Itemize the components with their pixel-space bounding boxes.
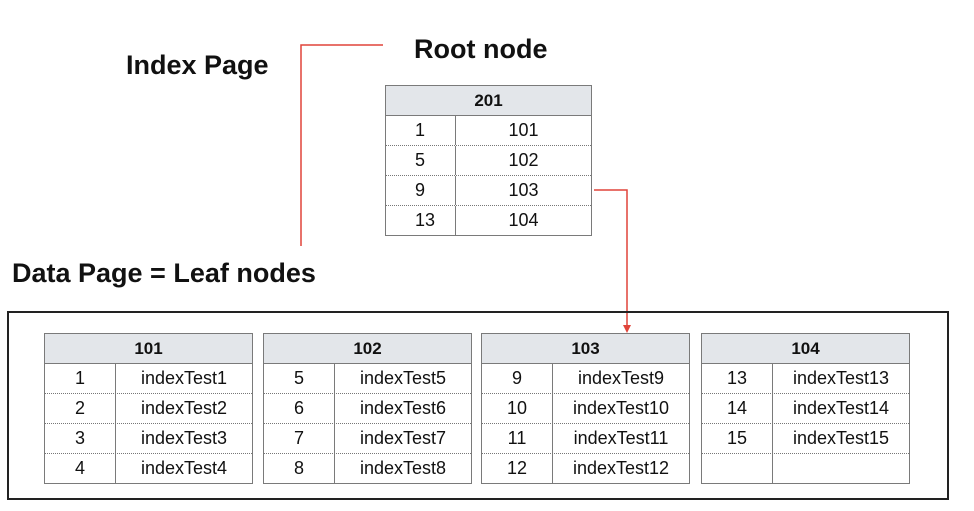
pointer-cell: 102 [508,150,539,170]
key-cell: 1 [45,364,116,393]
leaf-node-header: 102 [264,334,471,364]
index-page-bracket [300,44,383,246]
value-cell: indexTest10 [572,398,670,418]
table-row: 5 102 [386,145,591,175]
data-page-label: Data Page = Leaf nodes [12,258,316,288]
table-row: 8 indexTest8 [264,453,471,483]
key-cell: 4 [45,454,116,483]
value-cell: indexTest2 [140,398,228,418]
table-row: 14 indexTest14 [702,393,909,423]
key-cell: 13 [386,206,456,235]
leaf-node-table-102: 102 5 indexTest5 6 indexTest6 7 indexTes… [263,333,472,484]
value-cell: indexTest14 [792,398,890,418]
table-row: 9 103 [386,175,591,205]
value-cell: indexTest11 [573,428,669,448]
table-row: 1 indexTest1 [45,364,252,393]
key-cell: 9 [482,364,553,393]
table-row: 6 indexTest6 [264,393,471,423]
table-row: 13 104 [386,205,591,235]
key-cell [702,454,773,483]
leaf-node-header: 104 [702,334,909,364]
key-cell: 9 [386,176,456,205]
table-row: 12 indexTest12 [482,453,689,483]
table-row: 1 101 [386,116,591,145]
table-row: 15 indexTest15 [702,423,909,453]
key-cell: 15 [702,424,773,453]
table-row: 11 indexTest11 [482,423,689,453]
value-cell: indexTest12 [572,458,670,478]
root-node-header: 201 [386,86,591,116]
pointer-cell: 101 [508,120,539,140]
key-cell: 1 [386,116,456,145]
leaf-node-table-103: 103 9 indexTest9 10 indexTest10 11 index… [481,333,690,484]
key-cell: 8 [264,454,335,483]
key-cell: 12 [482,454,553,483]
index-page-label: Index Page [126,50,269,80]
key-cell: 10 [482,394,553,423]
leaf-node-table-101: 101 1 indexTest1 2 indexTest2 3 indexTes… [44,333,253,484]
value-cell: indexTest15 [792,428,890,448]
key-cell: 3 [45,424,116,453]
table-row: 3 indexTest3 [45,423,252,453]
key-cell: 11 [482,424,553,453]
key-cell: 2 [45,394,116,423]
root-node-label: Root node [414,34,548,64]
value-cell: indexTest5 [359,368,447,388]
table-row: 2 indexTest2 [45,393,252,423]
table-row: 7 indexTest7 [264,423,471,453]
key-cell: 14 [702,394,773,423]
pointer-cell: 103 [508,180,539,200]
key-cell: 6 [264,394,335,423]
table-row: 10 indexTest10 [482,393,689,423]
key-cell: 13 [702,364,773,393]
pointer-103-arrow-line [594,189,628,326]
value-cell [773,454,909,483]
table-row [702,453,909,483]
value-cell: indexTest9 [577,368,665,388]
table-row: 9 indexTest9 [482,364,689,393]
value-cell: indexTest1 [140,368,228,388]
leaf-node-table-104: 104 13 indexTest13 14 indexTest14 15 ind… [701,333,910,484]
leaf-node-header: 101 [45,334,252,364]
pointer-cell: 104 [508,210,539,230]
value-cell: indexTest8 [359,458,447,478]
root-node-table: 201 1 101 5 102 9 103 13 104 [385,85,592,236]
leaf-nodes-container [7,311,949,500]
key-cell: 5 [264,364,335,393]
value-cell: indexTest13 [792,368,890,388]
value-cell: indexTest7 [359,428,447,448]
table-row: 13 indexTest13 [702,364,909,393]
table-row: 5 indexTest5 [264,364,471,393]
key-cell: 7 [264,424,335,453]
key-cell: 5 [386,146,456,175]
value-cell: indexTest4 [140,458,228,478]
value-cell: indexTest3 [140,428,228,448]
value-cell: indexTest6 [359,398,447,418]
table-row: 4 indexTest4 [45,453,252,483]
leaf-node-header: 103 [482,334,689,364]
pointer-103-arrowhead [623,325,631,333]
